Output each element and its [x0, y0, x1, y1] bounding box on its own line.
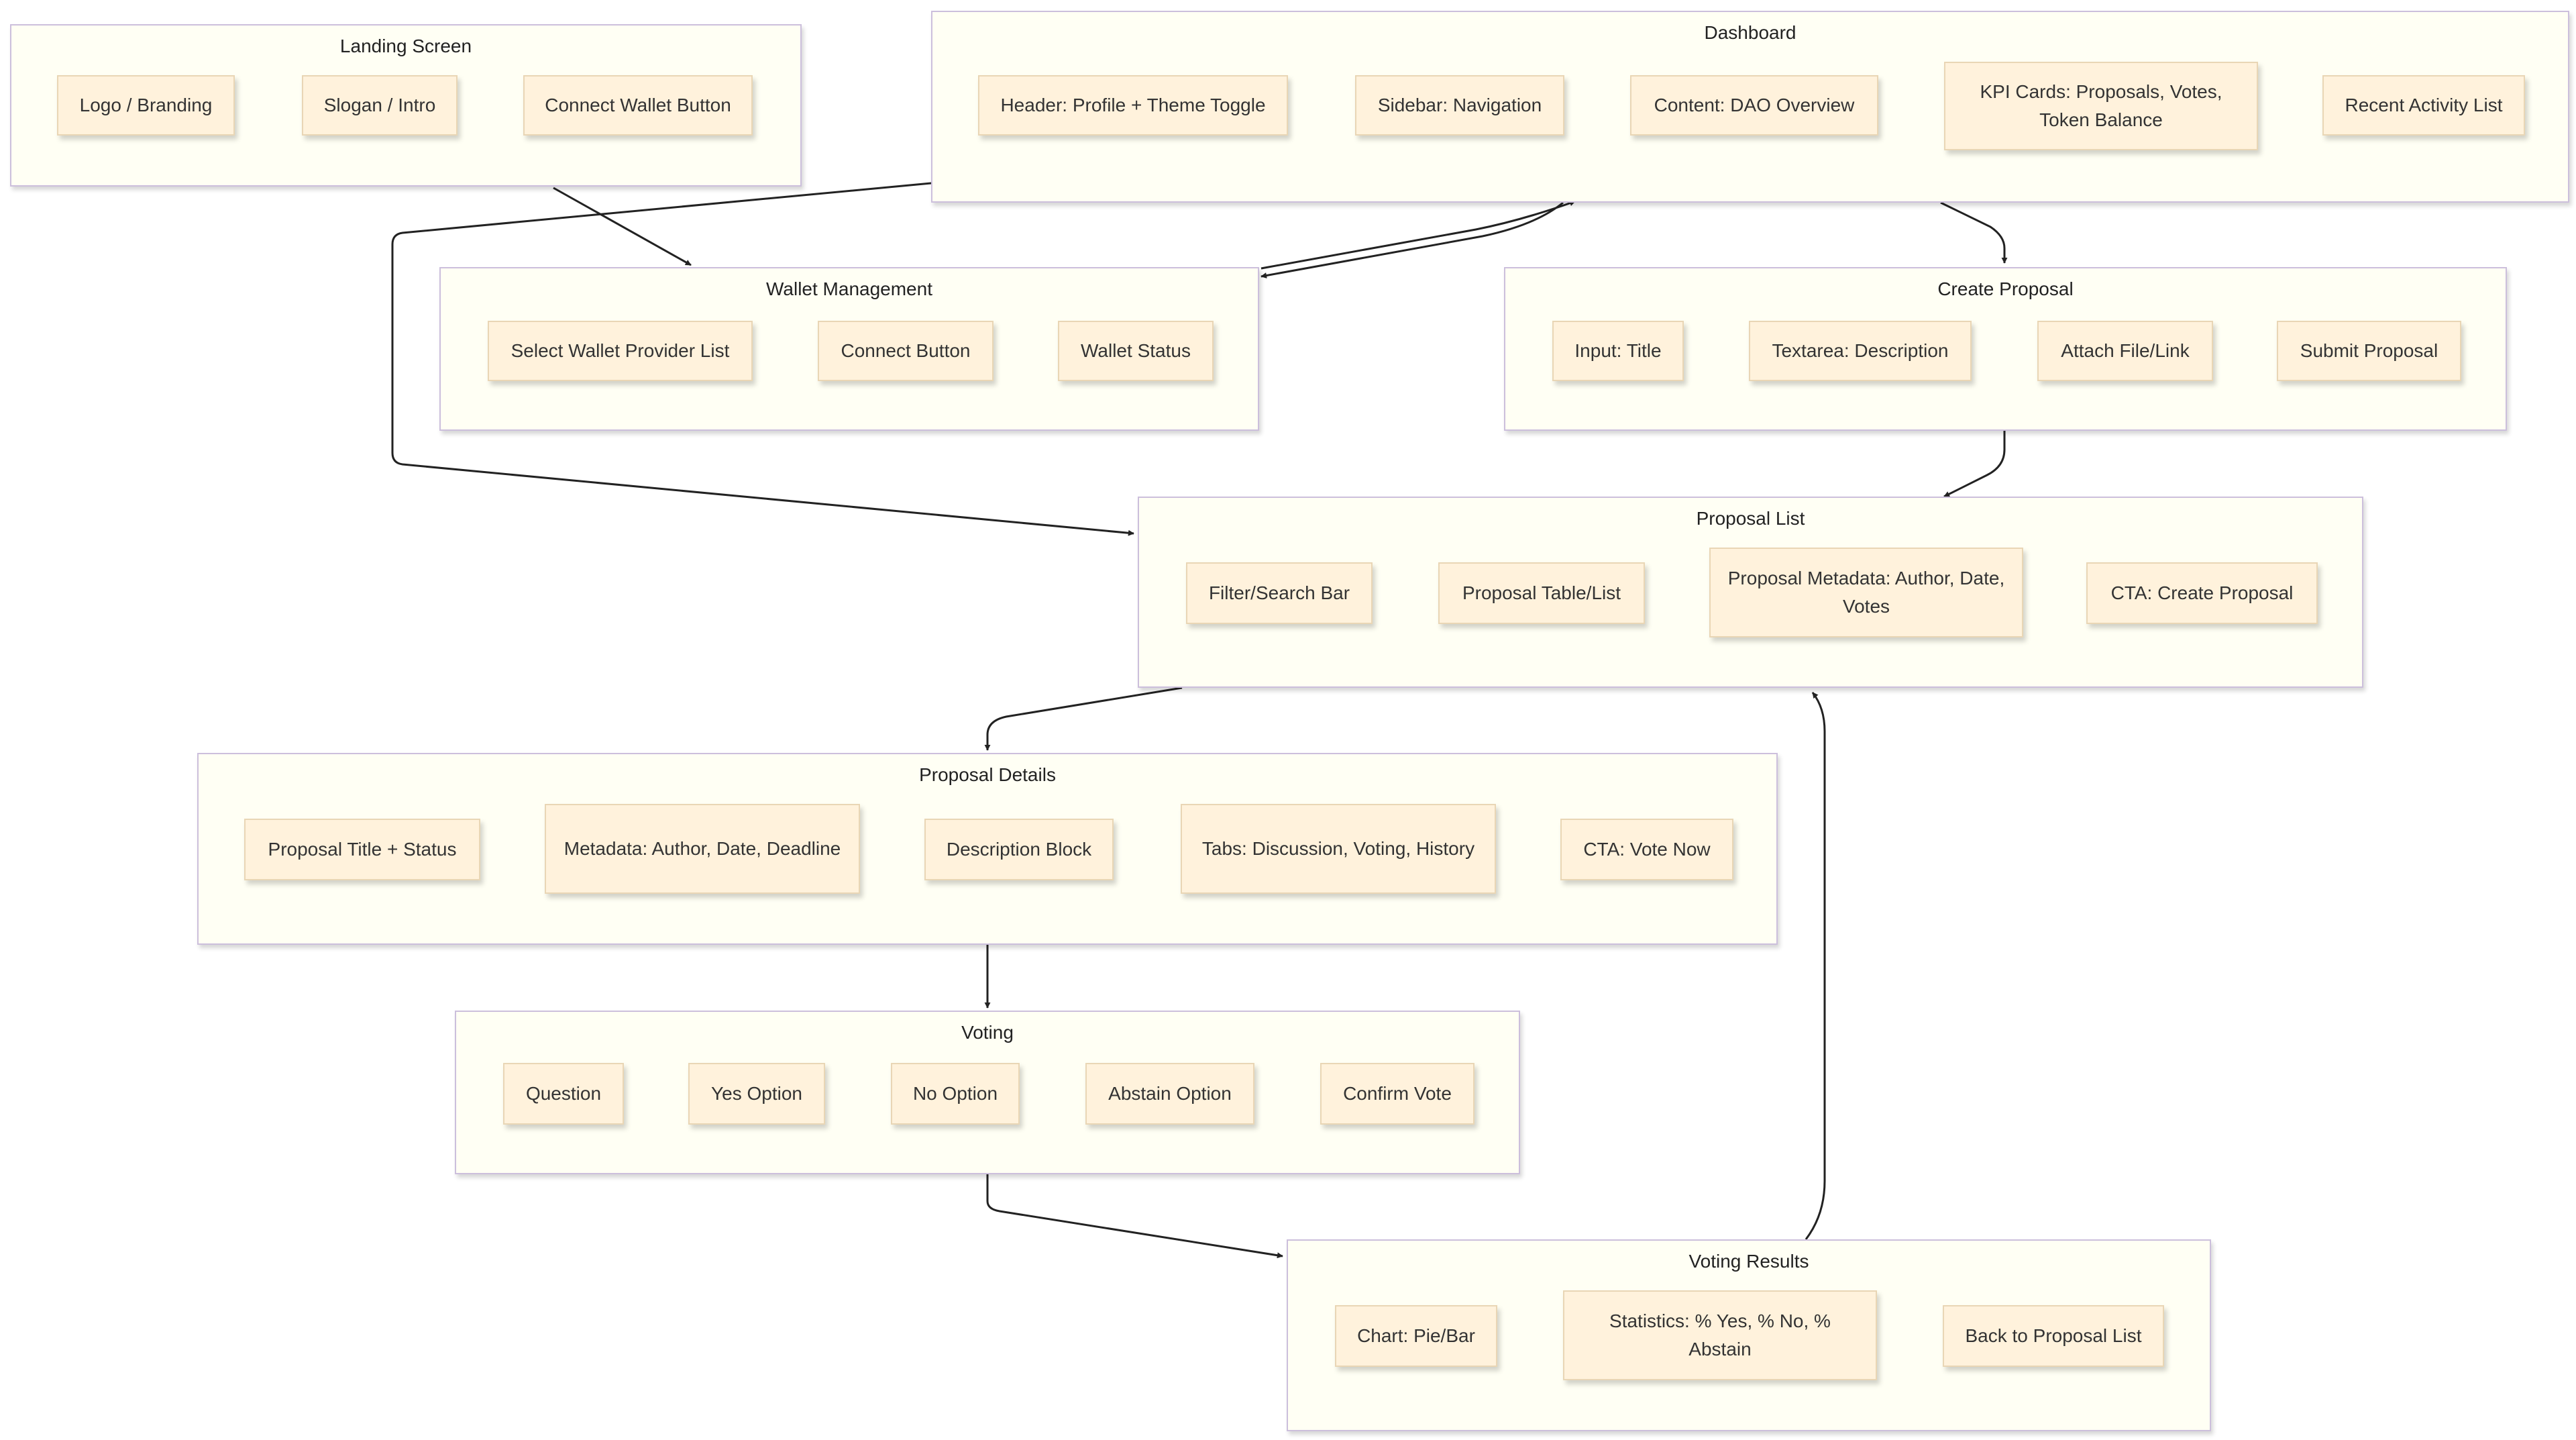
node-proposal-metadata[interactable]: Proposal Metadata: Author, Date, Votes	[1709, 548, 2023, 637]
node-content-dao-overview[interactable]: Content: DAO Overview	[1630, 75, 1878, 136]
node-chart-pie-bar[interactable]: Chart: Pie/Bar	[1335, 1305, 1497, 1367]
cluster-title-create-proposal: Create Proposal	[1937, 278, 2074, 299]
node-connect-button[interactable]: Connect Button	[818, 321, 994, 381]
node-select-wallet-provider-list[interactable]: Select Wallet Provider List	[488, 321, 753, 381]
node-label: Proposal Table/List	[1462, 582, 1621, 603]
cluster-title-voting: Voting	[961, 1022, 1014, 1043]
node-question[interactable]: Question	[503, 1063, 624, 1125]
node-label: Question	[525, 1083, 602, 1104]
node-slogan-intro[interactable]: Slogan / Intro	[302, 75, 458, 136]
node-label: Connect Button	[841, 340, 971, 361]
cluster-title-proposal-list: Proposal List	[1696, 508, 1805, 529]
node-label: Abstain Option	[1108, 1083, 1232, 1104]
node-yes-option[interactable]: Yes Option	[688, 1063, 825, 1125]
node-label: Connect Wallet Button	[545, 95, 731, 115]
node-recent-activity-list[interactable]: Recent Activity List	[2322, 75, 2525, 136]
node-cta-create-proposal[interactable]: CTA: Create Proposal	[2086, 562, 2318, 624]
cluster-title-landing-screen: Landing Screen	[339, 36, 472, 56]
node-label: CTA: Vote Now	[1583, 839, 1711, 860]
edge-proposal-list-to-details	[984, 686, 1183, 751]
cluster-proposal-details: Proposal Details Proposal Title + Status…	[197, 753, 1778, 945]
cluster-voting-results: Voting Results Chart: Pie/Bar Statistics…	[1287, 1239, 2211, 1431]
node-wallet-status[interactable]: Wallet Status	[1058, 321, 1214, 381]
cluster-title-wallet-management: Wallet Management	[766, 278, 932, 299]
node-label: Header: Profile + Theme Toggle	[1000, 95, 1266, 115]
node-label: Proposal Title + Status	[268, 839, 457, 860]
node-label: Wallet Status	[1081, 340, 1191, 361]
cluster-title-proposal-details: Proposal Details	[919, 764, 1056, 785]
cluster-wallet-management: Wallet Management Select Wallet Provider…	[439, 267, 1259, 431]
node-confirm-vote[interactable]: Confirm Vote	[1320, 1063, 1474, 1125]
node-attach-file-link[interactable]: Attach File/Link	[2037, 321, 2213, 381]
cluster-proposal-list: Proposal List Filter/Search Bar Proposal…	[1138, 497, 2363, 688]
cluster-dashboard: Dashboard Header: Profile + Theme Toggle…	[931, 11, 2569, 203]
node-label: Logo / Branding	[79, 95, 213, 115]
edge-create-to-proposal-list	[1943, 431, 2006, 498]
node-label: Input: Title	[1574, 340, 1662, 361]
node-no-option[interactable]: No Option	[891, 1063, 1020, 1125]
edge-wallet-to-dashboard	[1260, 200, 1576, 270]
node-cta-vote-now[interactable]: CTA: Vote Now	[1560, 819, 1733, 880]
node-input-title[interactable]: Input: Title	[1552, 321, 1684, 381]
node-label: No Option	[912, 1083, 998, 1104]
node-label: KPI Cards: Proposals, Votes, Token Balan…	[1980, 81, 2222, 130]
node-label: Confirm Vote	[1343, 1083, 1452, 1104]
node-label: Sidebar: Navigation	[1377, 95, 1542, 115]
node-description-block[interactable]: Description Block	[924, 819, 1114, 880]
node-label: Metadata: Author, Date, Deadline	[564, 838, 841, 859]
node-label: Statistics: % Yes, % No, % Abstain	[1609, 1310, 1831, 1359]
node-kpi-cards[interactable]: KPI Cards: Proposals, Votes, Token Balan…	[1944, 62, 2258, 150]
node-logo-branding[interactable]: Logo / Branding	[57, 75, 235, 136]
node-label: Tabs: Discussion, Voting, History	[1201, 838, 1475, 859]
cluster-landing-screen: Landing Screen Logo / Branding Slogan / …	[10, 24, 802, 187]
node-submit-proposal[interactable]: Submit Proposal	[2277, 321, 2461, 381]
node-label: CTA: Create Proposal	[2110, 582, 2294, 603]
node-abstain-option[interactable]: Abstain Option	[1085, 1063, 1254, 1125]
cluster-title-dashboard: Dashboard	[1704, 22, 1796, 43]
node-label: Textarea: Description	[1772, 340, 1949, 361]
node-proposal-title-status[interactable]: Proposal Title + Status	[244, 819, 480, 880]
node-label: Description Block	[946, 839, 1092, 860]
edge-voting-to-results	[986, 1174, 1283, 1259]
edge-dashboard-to-wallet	[1260, 201, 1564, 278]
node-back-to-proposal-list[interactable]: Back to Proposal List	[1943, 1305, 2164, 1367]
node-label: Recent Activity List	[2345, 95, 2503, 115]
node-label: Attach File/Link	[2061, 340, 2190, 361]
node-label: Back to Proposal List	[1965, 1325, 2142, 1346]
node-connect-wallet-button[interactable]: Connect Wallet Button	[523, 75, 753, 136]
node-metadata-author-date-deadline[interactable]: Metadata: Author, Date, Deadline	[545, 804, 860, 894]
node-label: Slogan / Intro	[323, 95, 436, 115]
node-sidebar-navigation[interactable]: Sidebar: Navigation	[1355, 75, 1564, 136]
node-label: Proposal Metadata: Author, Date, Votes	[1727, 568, 2005, 617]
node-label: Chart: Pie/Bar	[1357, 1325, 1475, 1346]
cluster-voting: Voting Question Yes Option No Option Abs…	[455, 1011, 1520, 1174]
cluster-create-proposal: Create Proposal Input: Title Textarea: D…	[1504, 267, 2507, 431]
node-textarea-description[interactable]: Textarea: Description	[1749, 321, 1972, 381]
node-label: Yes Option	[711, 1083, 802, 1104]
node-label: Content: DAO Overview	[1654, 95, 1855, 115]
node-tabs-discussion-voting-history[interactable]: Tabs: Discussion, Voting, History	[1181, 804, 1496, 894]
node-label: Select Wallet Provider List	[511, 340, 730, 361]
edge-landing-to-wallet	[553, 187, 692, 266]
node-statistics[interactable]: Statistics: % Yes, % No, % Abstain	[1563, 1290, 1877, 1380]
edge-dashboard-to-create-proposal	[1940, 201, 2008, 264]
cluster-title-voting-results: Voting Results	[1688, 1251, 1809, 1272]
node-proposal-table-list[interactable]: Proposal Table/List	[1438, 562, 1645, 624]
edge-results-to-proposal-list	[1805, 692, 1826, 1240]
node-header-profile-theme-toggle[interactable]: Header: Profile + Theme Toggle	[978, 75, 1288, 136]
node-label: Submit Proposal	[2300, 340, 2438, 361]
node-label: Filter/Search Bar	[1208, 582, 1350, 603]
node-filter-search-bar[interactable]: Filter/Search Bar	[1186, 562, 1373, 624]
